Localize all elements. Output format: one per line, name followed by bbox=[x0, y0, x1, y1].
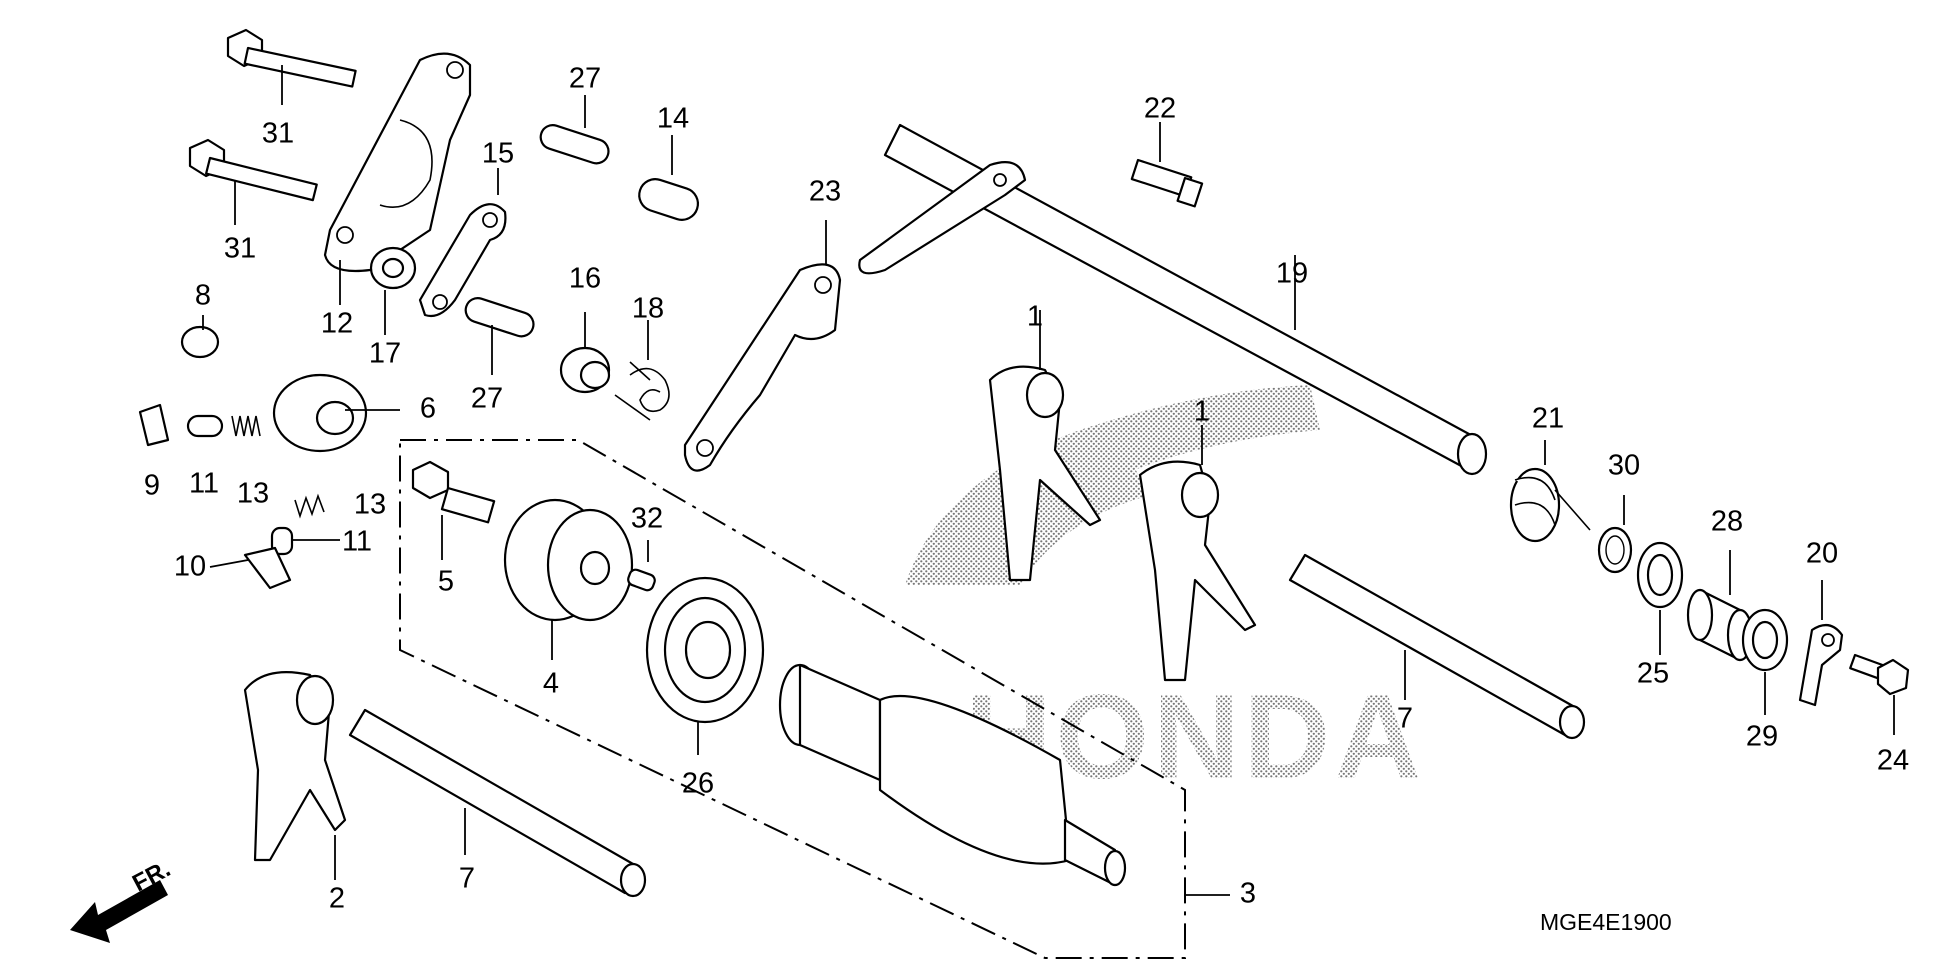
stopper-cam-6 bbox=[272, 373, 400, 453]
washer-17 bbox=[369, 246, 417, 335]
shift-fork-1-right bbox=[1138, 425, 1257, 682]
callout-22: 22 bbox=[1144, 93, 1176, 125]
honda-wing-logo bbox=[905, 385, 1320, 585]
callout-6: 6 bbox=[420, 393, 436, 425]
callout-1: 1 bbox=[1194, 396, 1210, 428]
needle-bearing-28 bbox=[1686, 550, 1754, 662]
return-spring-21 bbox=[1509, 440, 1591, 543]
callout-4: 4 bbox=[543, 668, 559, 700]
callout-8: 8 bbox=[195, 280, 211, 312]
oil-seal-29 bbox=[1741, 608, 1789, 715]
callout-12: 12 bbox=[321, 308, 353, 340]
stopper-plate-12 bbox=[323, 52, 472, 305]
shift-fork-2 bbox=[243, 671, 347, 880]
shift-fork-1-left bbox=[988, 310, 1102, 582]
callout-16: 16 bbox=[569, 263, 601, 295]
callout-29: 29 bbox=[1746, 721, 1778, 753]
drum-center-4 bbox=[503, 498, 634, 660]
stopper-arm-15 bbox=[418, 168, 507, 318]
spring-18 bbox=[614, 320, 670, 421]
callout-21: 21 bbox=[1532, 403, 1564, 435]
front-direction-label: FR. bbox=[128, 855, 175, 897]
bolt-22 bbox=[1130, 122, 1204, 208]
callout-17: 17 bbox=[369, 338, 401, 370]
dowel-pin-32 bbox=[627, 540, 656, 592]
callout-11: 11 bbox=[189, 468, 219, 500]
callout-26: 26 bbox=[682, 768, 714, 800]
callout-27: 27 bbox=[569, 63, 601, 95]
callout-9: 9 bbox=[144, 470, 160, 502]
diagram-code: MGE4E1900 bbox=[1540, 909, 1672, 935]
callout-32: 32 bbox=[631, 503, 663, 535]
callout-5: 5 bbox=[438, 566, 454, 598]
spring-13-lower bbox=[294, 493, 325, 519]
cap-9 bbox=[138, 403, 170, 447]
callout-30: 30 bbox=[1608, 450, 1640, 482]
shift-spindle-19 bbox=[858, 123, 1488, 476]
callout-1: 1 bbox=[1027, 301, 1043, 333]
callout-19: 19 bbox=[1276, 258, 1308, 290]
callout-10: 10 bbox=[174, 551, 206, 583]
bolt-31-upper bbox=[226, 28, 357, 105]
bolt-24 bbox=[1849, 653, 1910, 735]
pin-11-lower bbox=[270, 526, 340, 556]
fork-shaft-7-right bbox=[1288, 553, 1586, 740]
bearing-26 bbox=[645, 576, 765, 755]
callout-25: 25 bbox=[1637, 658, 1669, 690]
front-direction-arrow: FR. bbox=[70, 855, 175, 943]
callout-27: 27 bbox=[471, 383, 503, 415]
callout-24: 24 bbox=[1877, 745, 1909, 777]
callout-31: 31 bbox=[262, 118, 294, 150]
callout-2: 2 bbox=[329, 883, 345, 915]
callout-31: 31 bbox=[224, 233, 256, 265]
callout-15: 15 bbox=[482, 138, 514, 170]
callout-13: 13 bbox=[354, 489, 386, 521]
callout-11: 11 bbox=[342, 526, 372, 558]
shift-drum-3 bbox=[778, 663, 1127, 887]
stopper-plate-20 bbox=[1798, 580, 1844, 707]
shift-drum-assembly-outline bbox=[399, 439, 1186, 959]
stopper-10 bbox=[209, 546, 292, 590]
bolt-5 bbox=[411, 460, 496, 560]
pin-11-upper bbox=[186, 414, 224, 438]
circlip-30 bbox=[1597, 495, 1633, 574]
spring-13-upper bbox=[231, 415, 261, 437]
pin-27-lower bbox=[464, 297, 535, 375]
callout-7: 7 bbox=[1397, 703, 1413, 735]
callout-18: 18 bbox=[632, 293, 664, 325]
pin-27-upper bbox=[539, 95, 610, 165]
roller-16 bbox=[559, 312, 611, 394]
callout-7: 7 bbox=[459, 863, 475, 895]
fork-shaft-7-left bbox=[348, 708, 647, 898]
callout-3: 3 bbox=[1240, 878, 1256, 910]
collar-14 bbox=[638, 135, 700, 221]
nut-8 bbox=[180, 315, 220, 359]
bolt-31-lower bbox=[188, 138, 318, 225]
callout-14: 14 bbox=[657, 103, 689, 135]
washer-25 bbox=[1636, 541, 1684, 655]
callout-23: 23 bbox=[809, 176, 841, 208]
callout-20: 20 bbox=[1806, 538, 1838, 570]
callout-labels: 31 31 27 14 15 12 17 8 16 18 27 23 22 19… bbox=[144, 63, 1909, 915]
callout-13: 13 bbox=[237, 478, 269, 510]
shift-arm-23 bbox=[683, 220, 842, 472]
callout-28: 28 bbox=[1711, 506, 1743, 538]
